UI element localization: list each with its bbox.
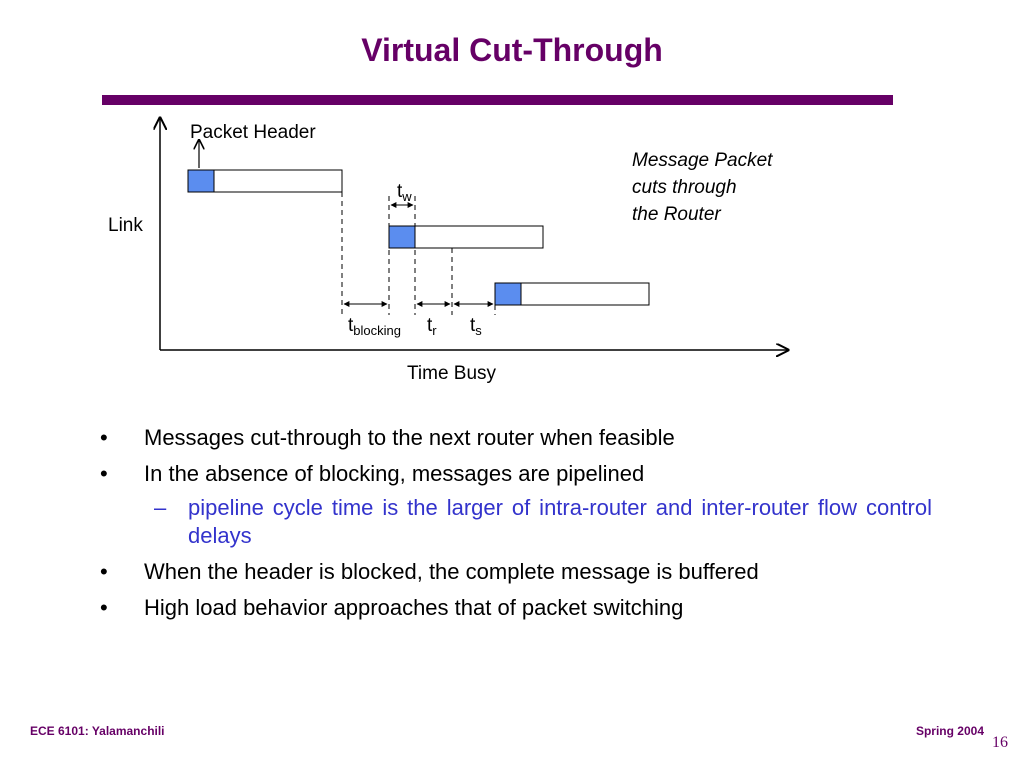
note-line-1: Message Packet bbox=[632, 150, 773, 171]
bullet-item: • When the header is blocked, the comple… bbox=[100, 558, 932, 586]
page-number: 16 bbox=[992, 734, 1008, 751]
bullet-text: When the header is blocked, the complete… bbox=[144, 559, 759, 584]
bullet-item: • In the absence of blocking, messages a… bbox=[100, 460, 932, 488]
bullet-text: In the absence of blocking, messages are… bbox=[144, 461, 645, 486]
packet-header-label: Packet Header bbox=[190, 122, 316, 143]
packet-bar-1 bbox=[187, 169, 343, 193]
bullet-dot: • bbox=[100, 595, 108, 620]
sub-bullet-text: pipeline cycle time is the larger of int… bbox=[188, 495, 932, 548]
bullet-text: High load behavior approaches that of pa… bbox=[144, 595, 684, 620]
timing-guides bbox=[341, 192, 496, 315]
note-line-3: the Router bbox=[632, 204, 721, 225]
packet-bar-2 bbox=[388, 225, 544, 249]
tw-label: tw bbox=[397, 181, 412, 204]
note-line-2: cuts through bbox=[632, 177, 737, 198]
bullet-dot: • bbox=[100, 559, 108, 584]
time-busy-axis-label: Time Busy bbox=[407, 363, 497, 384]
footer-course: ECE 6101: Yalamanchili bbox=[30, 724, 165, 738]
sub-bullet-item: – pipeline cycle time is the larger of i… bbox=[154, 494, 932, 550]
bullet-item: • Messages cut-through to the next route… bbox=[100, 424, 932, 452]
link-axis-label: Link bbox=[108, 215, 143, 236]
sub-bullet-dash: – bbox=[154, 495, 167, 520]
ts-label: ts bbox=[470, 315, 482, 338]
bullet-dot: • bbox=[100, 461, 108, 486]
bullet-text: Messages cut-through to the next router … bbox=[144, 425, 675, 450]
packet-bar-3 bbox=[494, 282, 650, 306]
tblocking-label: tblocking bbox=[348, 315, 401, 338]
footer-term: Spring 2004 bbox=[915, 724, 984, 738]
packet-header-block bbox=[494, 282, 522, 306]
bullet-item: • High load behavior approaches that of … bbox=[100, 594, 932, 622]
packet-header-block bbox=[388, 225, 416, 249]
packet-header-block bbox=[187, 169, 215, 193]
bullet-dot: • bbox=[100, 425, 108, 450]
bullet-list: • Messages cut-through to the next route… bbox=[100, 424, 932, 630]
title-underline bbox=[102, 95, 893, 105]
tr-label: tr bbox=[427, 315, 437, 338]
slide-title: Virtual Cut-Through bbox=[361, 32, 663, 68]
